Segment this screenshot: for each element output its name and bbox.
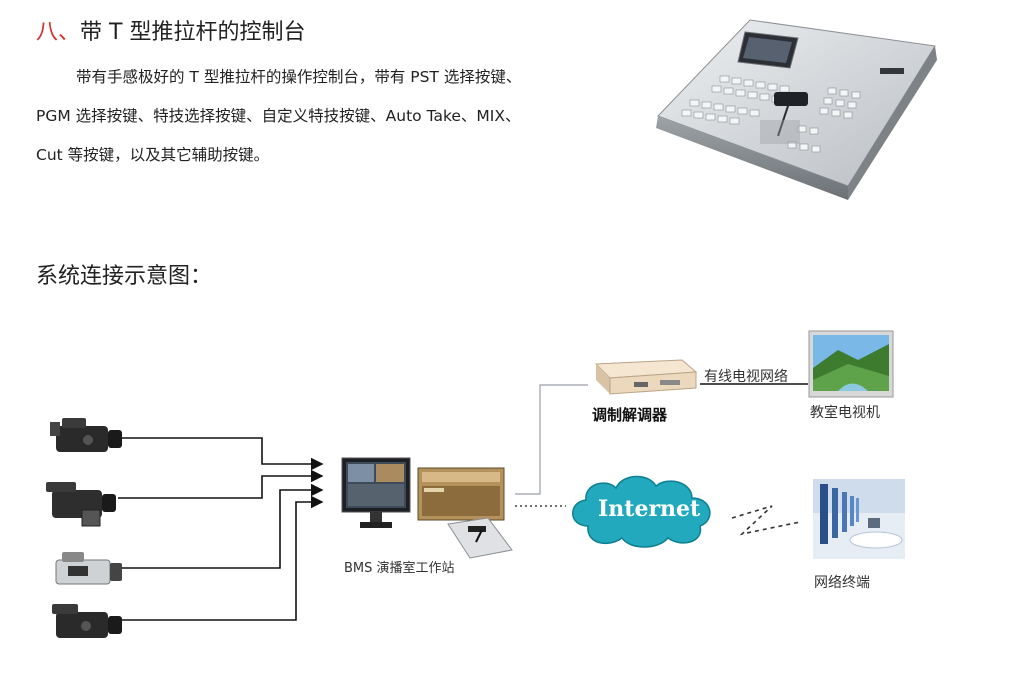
section-number: 八、 xyxy=(36,20,81,45)
description-line-2: PGM 选择按键、特技选择按键、自定义特技按键、Auto Take、MIX、 xyxy=(36,107,521,125)
description-line-3: Cut 等按键，以及其它辅助按键。 xyxy=(36,146,270,164)
workstation-label: BMS 演播室工作站 xyxy=(344,561,455,576)
description-line-1: 带有手感极好的 T 型推拉杆的操作控制台，带有 PST 选择按键、 xyxy=(76,68,522,86)
classroom-tv-image xyxy=(808,330,894,398)
control-console-image xyxy=(656,19,937,200)
classroom-tv-label: 教室电视机 xyxy=(810,405,880,421)
cable-network-label: 有线电视网络 xyxy=(704,369,788,385)
internet-cloud-icon xyxy=(572,475,711,548)
section-title: 八、带 T 型推拉杆的控制台 xyxy=(36,14,305,46)
network-terminal-image xyxy=(813,479,905,559)
camera-3-icon xyxy=(55,552,122,585)
description-paragraph: 带有手感极好的 T 型推拉杆的操作控制台，带有 PST 选择按键、 PGM 选择… xyxy=(36,58,636,175)
network-terminal-label: 网络终端 xyxy=(814,575,870,591)
modulator-image xyxy=(594,359,698,395)
internet-label: Internet xyxy=(598,496,701,522)
camera-2-icon xyxy=(46,482,116,527)
workstation-image xyxy=(341,457,513,559)
modulator-label: 调制解调器 xyxy=(592,406,668,424)
diagram-title: 系统连接示意图： xyxy=(36,264,213,289)
camera-4-icon xyxy=(52,604,122,638)
section-title-text: 带 T 型推拉杆的控制台 xyxy=(80,20,306,45)
camera-1-icon xyxy=(50,418,122,452)
